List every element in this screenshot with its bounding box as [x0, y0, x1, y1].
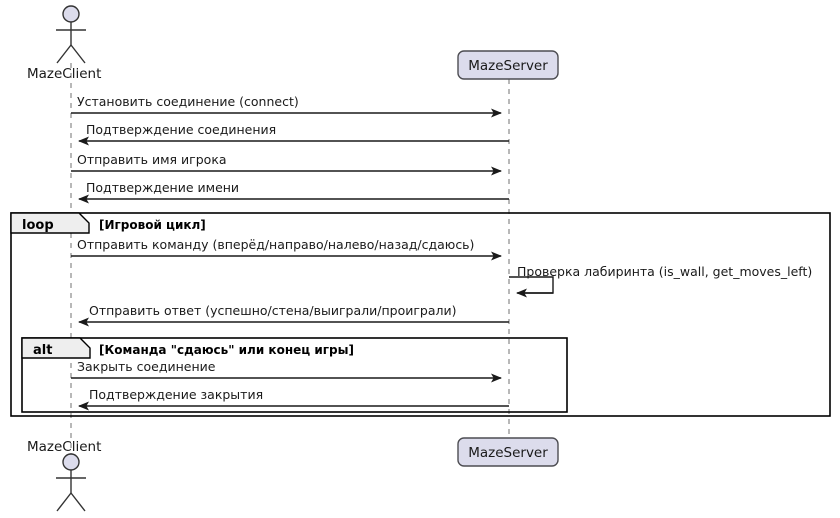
actor-head-icon	[62, 5, 80, 23]
message-send-command-label: Отправить команду (вперёд/направо/налево…	[77, 237, 474, 252]
fragment-loop-border	[10, 212, 831, 417]
actor-left-leg-line	[56, 44, 72, 64]
message-check-maze-self-loop-path	[509, 276, 554, 294]
actor-client-top-label: MazeClient	[27, 66, 101, 82]
participant-server-bottom[interactable]: MazeServer	[457, 437, 559, 467]
message-connect-label: Установить соединение (connect)	[77, 94, 299, 109]
message-send-response-label: Отправить ответ (успешно/стена/выиграли/…	[89, 303, 457, 318]
fragment-alt-guard-label: [Команда "сдаюсь" или конец игры]	[99, 343, 354, 357]
message-check-maze-self-label: Проверка лабиринта (is_wall, get_moves_l…	[517, 264, 812, 279]
actor-left-leg-line	[56, 492, 72, 512]
message-send-player-name[interactable]: Отправить имя игрока	[71, 152, 502, 176]
participant-server-top[interactable]: MazeServer	[457, 50, 559, 80]
message-close-connection-label: Закрыть соединение	[77, 359, 216, 374]
message-close-ack-label: Подтверждение закрытия	[89, 387, 263, 402]
fragment-alt-border	[21, 337, 568, 413]
lifelines-layer	[70, 63, 510, 462]
actor-head-icon	[62, 453, 80, 471]
participant-server-top-box	[457, 50, 559, 80]
fragment-loop[interactable]: loop [Игровой цикл]	[10, 212, 831, 417]
message-connect-ack-label: Подтверждение соединения	[86, 122, 276, 137]
fragment-loop-kind-label: loop	[22, 218, 54, 233]
participant-server-bottom-box	[457, 437, 559, 467]
message-send-response[interactable]: Отправить ответ (успешно/стена/выиграли/…	[78, 303, 509, 327]
participant-server-top-label: MazeServer	[468, 58, 548, 74]
actor-right-leg-line	[70, 492, 86, 512]
actor-client-bottom-label: MazeClient	[27, 439, 101, 455]
message-send-command[interactable]: Отправить команду (вперёд/направо/налево…	[71, 237, 502, 261]
actor-right-leg-line	[70, 44, 86, 64]
message-send-player-name-label: Отправить имя игрока	[77, 152, 227, 167]
message-check-maze-self[interactable]: Проверка лабиринта (is_wall, get_moves_l…	[509, 264, 812, 298]
message-close-connection[interactable]: Закрыть соединение	[71, 359, 502, 383]
fragment-alt[interactable]: alt [Команда "сдаюсь" или конец игры]	[21, 337, 568, 413]
fragment-alt-kind-label: alt	[33, 343, 52, 358]
messages-layer: Установить соединение (connect) Подтверж…	[71, 94, 812, 411]
message-name-ack-label: Подтверждение имени	[86, 180, 239, 195]
fragment-loop-guard-label: [Игровой цикл]	[99, 218, 206, 232]
actor-client-bottom[interactable]: MazeClient	[27, 439, 101, 512]
participant-server-bottom-label: MazeServer	[468, 445, 548, 461]
message-name-ack[interactable]: Подтверждение имени	[78, 180, 509, 204]
actor-client-top[interactable]: MazeClient	[27, 5, 101, 82]
message-connect-ack[interactable]: Подтверждение соединения	[78, 122, 509, 146]
message-close-ack[interactable]: Подтверждение закрытия	[78, 387, 509, 411]
message-connect[interactable]: Установить соединение (connect)	[71, 94, 502, 118]
fragment-alt-label-shape	[21, 337, 91, 359]
fragment-loop-label-shape	[10, 212, 90, 234]
